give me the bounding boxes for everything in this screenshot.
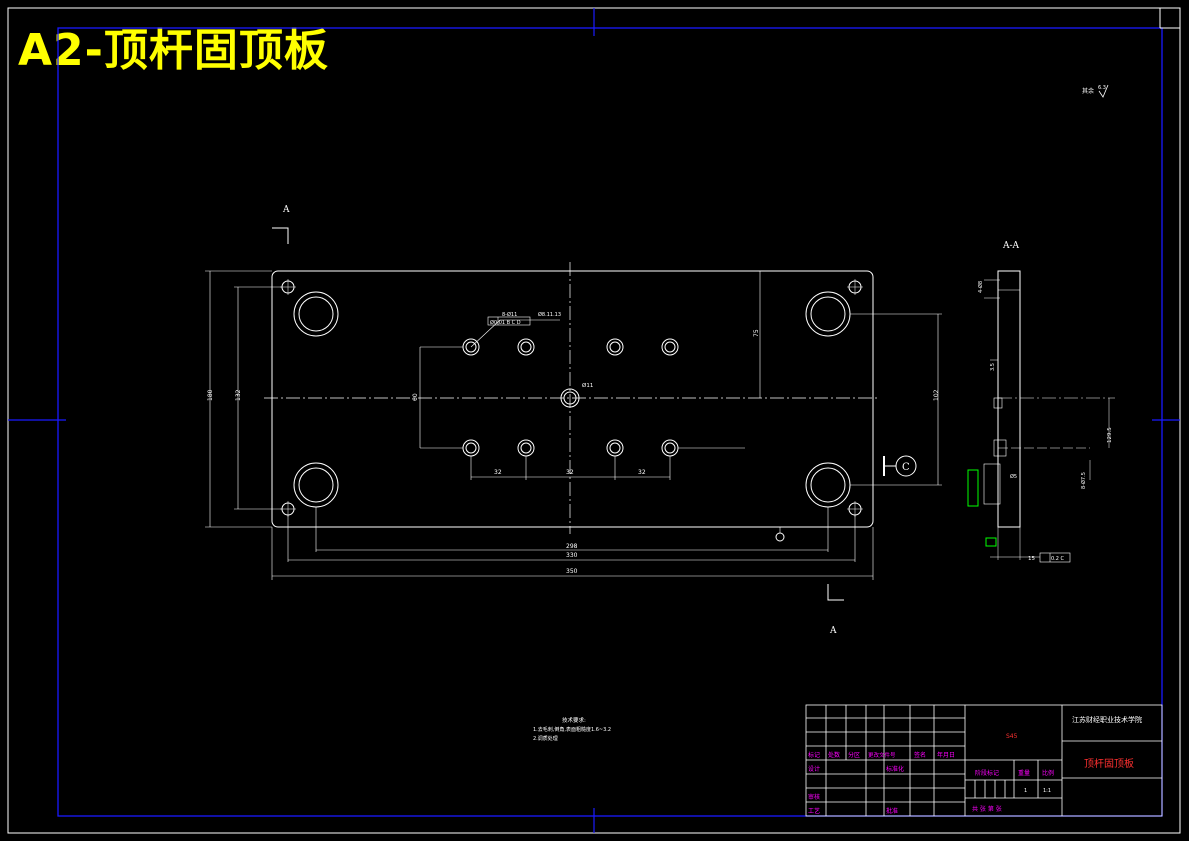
title-block (805, 704, 1163, 817)
dim-overall-length: 350 (566, 568, 578, 575)
side-thickness: 15 (1028, 556, 1035, 562)
section-title: A-A (1002, 241, 1020, 251)
section-green-marks (967, 469, 997, 547)
dim-height-right: 102 (933, 389, 940, 401)
center-hole (560, 388, 580, 408)
side-dim-4: 8-Ø7.5 (1080, 472, 1087, 489)
drawing-title: A2-顶杆固顶板 (18, 25, 329, 76)
tb-row-label-0: 标记 (808, 751, 820, 759)
tb-row-label-2: 分区 (848, 751, 860, 759)
tb-sheets: 共 张 第 张 (972, 805, 1002, 813)
pin-note: 8-Ø11 (502, 311, 517, 318)
side-tolerance: 0.2 C (1051, 556, 1065, 562)
tb-design: 设计 (808, 765, 820, 773)
roughness-icon (1098, 84, 1109, 98)
dim-pitch-left: 32 (494, 469, 502, 476)
dim-pitch-mid: 32 (566, 469, 574, 476)
tb-material: S45 (1006, 733, 1018, 740)
main-view (205, 227, 942, 601)
dim-height-outer: 180 (207, 389, 214, 401)
pin-holes-top (462, 338, 679, 356)
side-dim-1: 4-Ø8 (977, 281, 984, 293)
tb-part-name: 顶杆固顶板 (1084, 757, 1134, 770)
plate-outline (271, 270, 874, 528)
inner-frame (57, 27, 1163, 817)
side-dim-2: 3.5 (990, 363, 996, 371)
tb-scale: 比例 (1042, 769, 1054, 777)
dim-hole-span-inner: 298 (566, 543, 578, 550)
tb-approve: 批准 (886, 807, 898, 815)
section-label-top: A (282, 205, 290, 215)
tb-process: 工艺 (808, 807, 820, 815)
tb-stage-mark: 阶段标记 (975, 769, 999, 777)
dim-center-hole: Ø11 (582, 382, 593, 389)
tech-requirements: 技术要求: 1.去毛刺,倒角,表面粗糙度1.6~3.2 2.调质处理 (533, 716, 611, 742)
title-block-text: S45 江苏财经职业技术学院 顶杆固顶板 标记 处数 分区 更改文件号 签名 年… (808, 715, 1142, 815)
dim-left-vertical: 60 (412, 393, 419, 401)
dim-pin-row-offset: 75 (753, 329, 760, 337)
pin-note-detail: Ø8.11.13 (538, 311, 561, 318)
tb-row-label-5: 年月日 (937, 751, 955, 759)
tech-heading: 技术要求: (562, 716, 586, 724)
main-view-labels: A A 350 330 298 180 132 102 75 60 Ø11 32… (207, 205, 940, 636)
tb-school: 江苏财经职业技术学院 (1072, 715, 1142, 724)
orientation-mark (1159, 8, 1180, 29)
tb-weight-value: 1 (1024, 788, 1027, 794)
side-dim-5: Ø5 (1010, 473, 1017, 480)
tech-line-1: 1.去毛刺,倒角,表面粗糙度1.6~3.2 (533, 726, 611, 733)
section-plate (997, 270, 1021, 528)
tb-row-label-3: 更改文件号 (868, 751, 896, 759)
dim-pitch-right: 32 (638, 469, 646, 476)
tb-check: 审核 (808, 793, 820, 801)
dim-hole-span-outer: 330 (566, 552, 578, 559)
section-label-bottom: A (829, 626, 837, 636)
side-dim-3: 129.5 (1107, 427, 1113, 443)
tolerance-frame: Ø0.01 B C D (490, 319, 521, 326)
dim-height-inner: 132 (235, 389, 242, 401)
roughness-note: 其余 (1082, 87, 1094, 95)
outer-border (7, 7, 1181, 834)
section-view-labels: A-A 15 4-Ø8 3.5 129.5 8-Ø7.5 Ø5 0.2 C (977, 241, 1113, 562)
tb-row-label-1: 处数 (828, 751, 840, 759)
tb-scale-value: 1:1 (1043, 788, 1051, 794)
pin-holes-bottom (462, 439, 679, 457)
section-view (983, 270, 1115, 563)
roughness-value: 6.3 (1098, 85, 1106, 91)
tb-standardize: 标准化 (886, 765, 904, 773)
centering-marks (8, 8, 1180, 833)
datum-c-label: C (902, 462, 910, 473)
tb-weight: 重量 (1018, 769, 1030, 777)
tb-row-label-4: 签名 (914, 751, 926, 759)
tech-line-2: 2.调质处理 (533, 735, 558, 742)
